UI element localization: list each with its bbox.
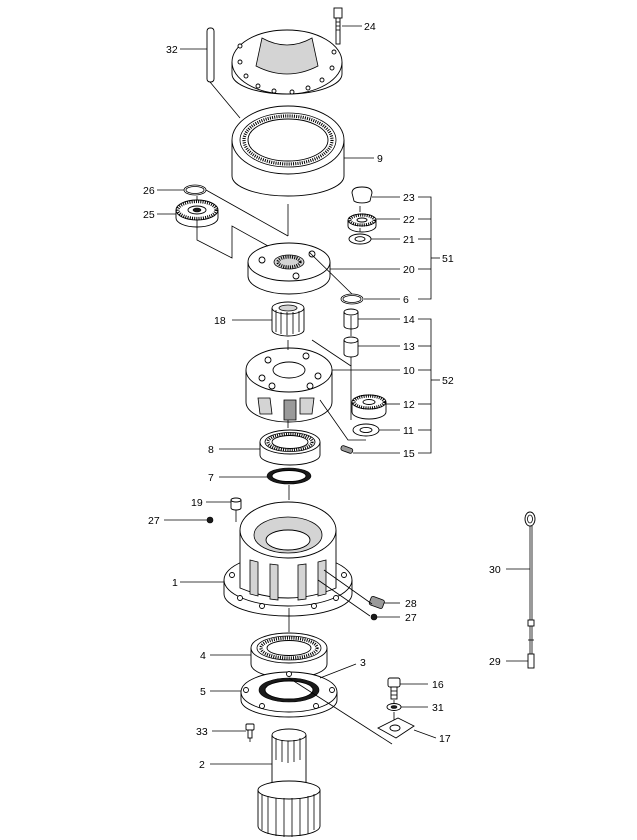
part-18-sun-gear [271,301,305,337]
part-30-level-gauge [524,511,536,660]
part-19-plug [230,497,242,511]
label-7: 7 [208,472,214,484]
label-9: 9 [377,153,383,165]
part-27-plug-upper [206,516,214,524]
label-14: 14 [403,314,415,326]
label-51: 51 [442,253,454,265]
part-29-tube [527,653,535,669]
part-2-shaft [257,728,321,837]
part-8-bearing [259,429,321,466]
label-21: 21 [403,234,415,246]
part-13-bushing [343,336,359,358]
label-11: 11 [403,425,414,437]
label-13: 13 [403,341,415,353]
label-1: 1 [172,577,178,589]
top-cover [231,29,343,95]
label-27: 27 [405,612,417,624]
callout-labels: 24 32 9 26 25 23 22 21 20 51 6 18 14 13 … [143,21,501,771]
part-17-lock-plate [377,717,415,739]
label-52: 52 [442,375,454,387]
part-15-pin [340,445,354,454]
label-27: 27 [148,515,160,527]
part-9-ring-gear [231,105,345,197]
label-16: 16 [432,679,444,691]
label-22: 22 [403,214,415,226]
label-18: 18 [214,315,226,327]
bracket-52 [418,318,440,454]
label-24: 24 [364,21,376,33]
part-24-bolt [333,7,343,45]
label-26: 26 [143,185,155,197]
label-32: 32 [166,44,178,56]
label-30: 30 [489,564,501,576]
part-10-carrier [245,347,333,423]
part-7-ring [266,467,312,485]
label-19: 19 [191,497,203,509]
label-6: 6 [403,294,409,306]
part-16-bolt [387,677,401,700]
part-21-washer [348,233,372,245]
label-10: 10 [403,365,415,377]
label-25: 25 [143,209,155,221]
bracket-51 [418,196,440,300]
label-15: 15 [403,448,415,460]
label-8: 8 [208,444,214,456]
label-2: 2 [199,759,205,771]
part-20-carrier-plate [247,242,331,295]
part-22-gear [347,213,377,233]
label-3: 3 [360,657,366,669]
part-11-washer [352,423,380,437]
part-1-housing [223,501,353,617]
part-4-bearing [250,632,328,679]
part-27-plug-lower [370,613,378,621]
part-3-seal [258,677,320,703]
part-25-planet-gear [175,199,219,228]
label-29: 29 [489,656,501,668]
label-33: 33 [196,726,208,738]
part-32-pin [206,27,241,119]
label-23: 23 [403,192,415,204]
part-31-washer [386,703,402,711]
label-5: 5 [200,686,206,698]
label-31: 31 [432,702,444,714]
assembly-guide-lines [196,189,395,745]
label-4: 4 [200,650,206,662]
part-28-fitting [368,596,385,609]
part-6-snap-ring [340,293,364,305]
label-12: 12 [403,399,415,411]
label-17: 17 [439,733,451,745]
part-23-cap [351,186,373,204]
part-12-planet-gear [351,394,387,420]
label-20: 20 [403,264,415,276]
cover-bolt-holes [237,43,337,95]
part-26-snap-ring [183,184,207,196]
leader-lines [157,25,530,765]
label-28: 28 [405,598,417,610]
part-33-bolt [245,723,255,739]
